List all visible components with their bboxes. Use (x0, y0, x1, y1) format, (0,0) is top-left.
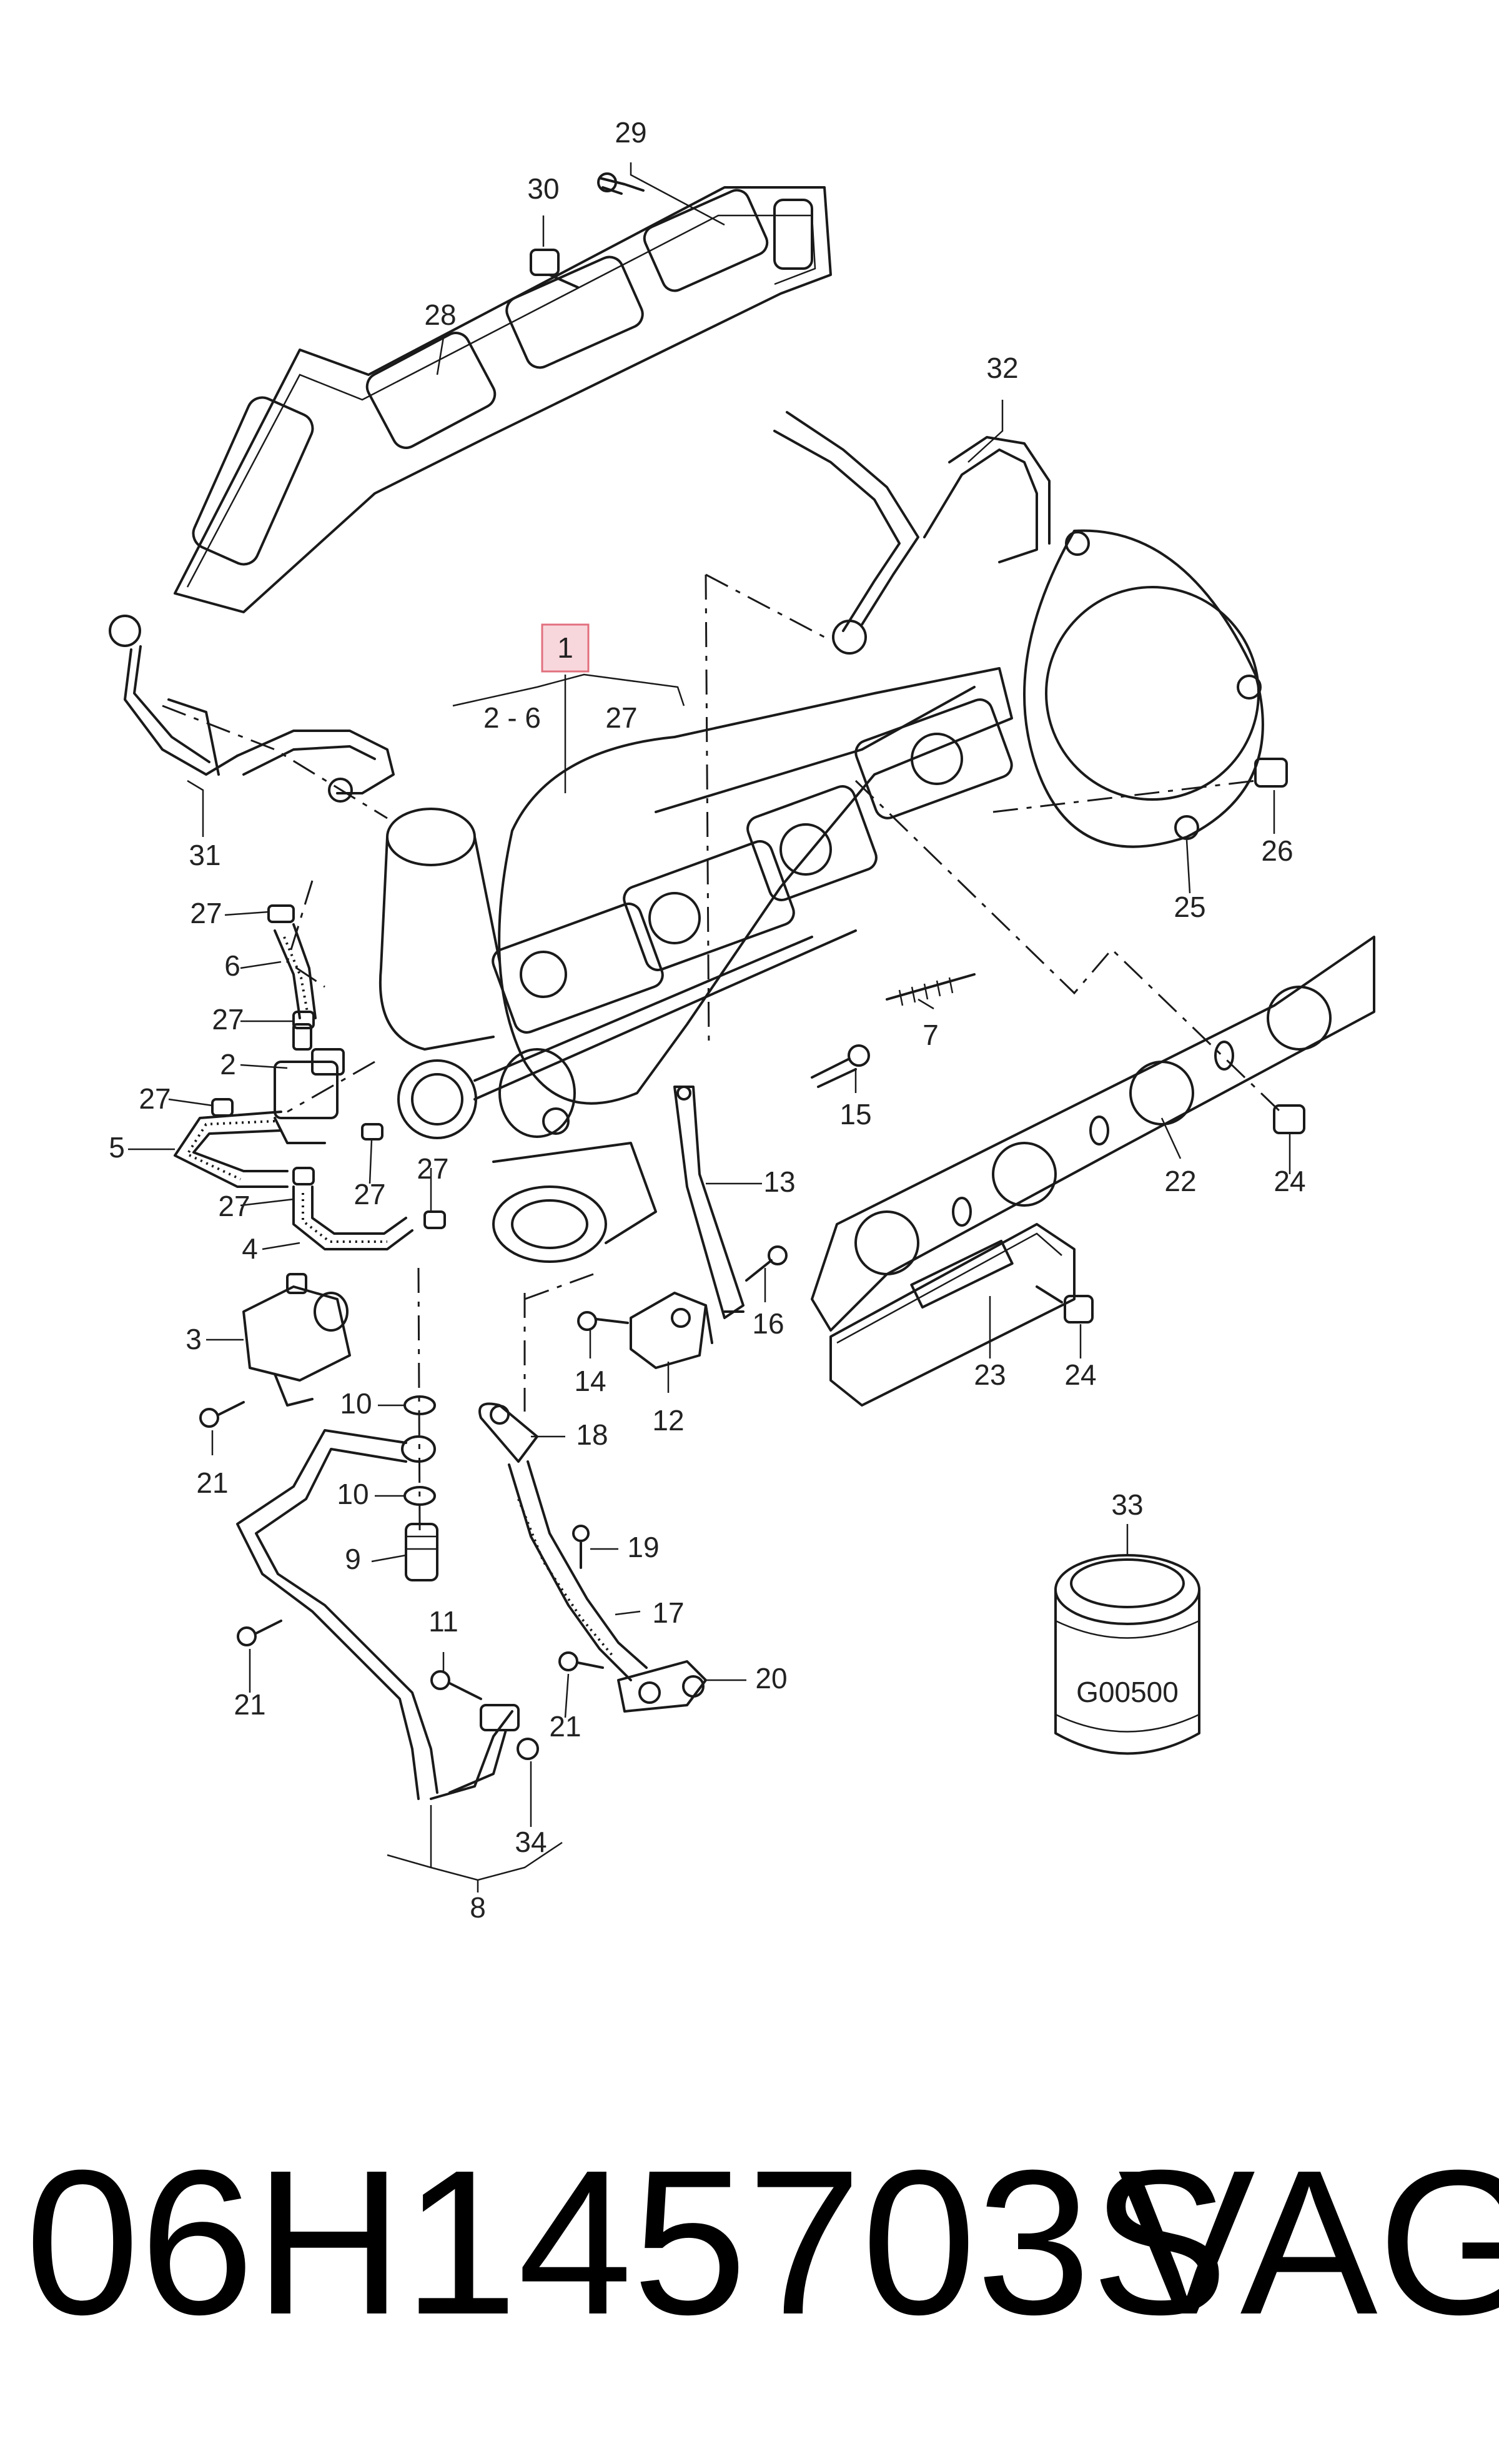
callout-10a: 10 (340, 1387, 372, 1420)
exhaust-manifold-gasket-22 (811, 936, 1375, 1332)
callout-19: 19 (627, 1531, 659, 1563)
bolt-19 (572, 1525, 590, 1569)
nut-24-upper (1273, 1104, 1305, 1134)
sealant-can-33 (1054, 1554, 1200, 1755)
seal-34 (517, 1738, 539, 1760)
stud-7 (886, 973, 976, 1006)
nut-26 (1254, 758, 1288, 788)
leader-lines (128, 162, 1291, 1893)
callout-18: 18 (576, 1418, 608, 1451)
callout-1-highlight (541, 623, 590, 673)
bolt-29 (597, 172, 645, 195)
callout-23: 23 (974, 1358, 1006, 1391)
nut-30 (530, 249, 579, 289)
callout-27f: 27 (218, 1190, 250, 1222)
callout-33: 33 (1111, 1488, 1143, 1521)
bolt-14 (577, 1311, 629, 1331)
callout-24a: 24 (1274, 1165, 1305, 1197)
callout-1: 1 (557, 631, 573, 664)
callout-7: 7 (923, 1019, 939, 1051)
bolt-11 (430, 1670, 482, 1700)
callout-2-6: 2 - 6 (483, 701, 541, 734)
bolt-15 (811, 1044, 870, 1088)
callout-31: 31 (189, 839, 220, 871)
callout-17: 17 (652, 1596, 684, 1629)
turbo-gasket-25 (1023, 529, 1264, 848)
callout-34: 34 (515, 1826, 547, 1858)
assembly-lines (162, 573, 1282, 1531)
callout-21b: 21 (234, 1688, 265, 1721)
callout-11: 11 (428, 1605, 458, 1638)
nut-24-lower (1036, 1285, 1094, 1324)
part-number: 06H145703S (25, 2127, 1229, 2357)
callout-27-top: 27 (605, 701, 637, 734)
callout-20: 20 (755, 1662, 787, 1695)
callout-16: 16 (752, 1307, 784, 1340)
callout-27e: 27 (417, 1152, 448, 1185)
callout-12: 12 (652, 1404, 684, 1437)
oil-pipe-32 (773, 411, 1051, 655)
oil-return-line-17 (478, 1402, 707, 1713)
hose-5 (174, 1111, 289, 1188)
bolt-16 (745, 1245, 788, 1282)
solenoid-valve-3 (242, 1273, 351, 1407)
callout-15: 15 (839, 1098, 871, 1131)
callout-5: 5 (109, 1131, 125, 1164)
bolt-21-valve (199, 1401, 245, 1428)
callout-10b: 10 (337, 1478, 369, 1510)
callout-22: 22 (1164, 1165, 1196, 1197)
oil-supply-line-8 (236, 1429, 520, 1800)
coolant-pipe-31 (109, 615, 395, 803)
callout-24b: 24 (1064, 1358, 1096, 1391)
heat-shield-23 (829, 1223, 1076, 1407)
callout-4: 4 (242, 1232, 258, 1265)
callout-21a: 21 (196, 1467, 228, 1499)
callout-8: 8 (470, 1891, 486, 1924)
clamps-27 (211, 904, 446, 1229)
callout-30: 30 (527, 172, 559, 205)
hose-6 (274, 923, 317, 1019)
callout-26: 26 (1261, 834, 1293, 867)
callout-29: 29 (615, 116, 646, 149)
callout-2: 2 (220, 1048, 236, 1081)
callout-27b: 27 (212, 1003, 244, 1036)
union-bolt-9 (405, 1523, 438, 1581)
callout-13: 13 (763, 1165, 795, 1198)
pressure-valve-2 (274, 1023, 345, 1144)
callout-27d: 27 (354, 1178, 385, 1210)
callout-3: 3 (186, 1323, 202, 1355)
callout-9: 9 (345, 1543, 361, 1575)
bolt-21-right (558, 1651, 604, 1671)
turbocharger (378, 667, 1013, 1263)
bolt-21-left (237, 1620, 282, 1646)
callout-6: 6 (224, 949, 240, 982)
callout-27a: 27 (190, 897, 222, 929)
callout-32: 32 (986, 352, 1018, 384)
callout-27c: 27 (139, 1082, 171, 1115)
callout-14: 14 (574, 1365, 606, 1397)
callout-28: 28 (424, 299, 456, 331)
hose-4 (292, 1185, 413, 1250)
sealant-can-label: G00500 (1076, 1676, 1179, 1708)
callout-25: 25 (1174, 891, 1205, 923)
heat-shield (174, 186, 832, 613)
bracket-12 (630, 1292, 745, 1369)
support-bracket-13 (673, 1086, 745, 1319)
callout-21c: 21 (549, 1710, 581, 1743)
brand-name: VAG (1118, 2127, 1499, 2357)
